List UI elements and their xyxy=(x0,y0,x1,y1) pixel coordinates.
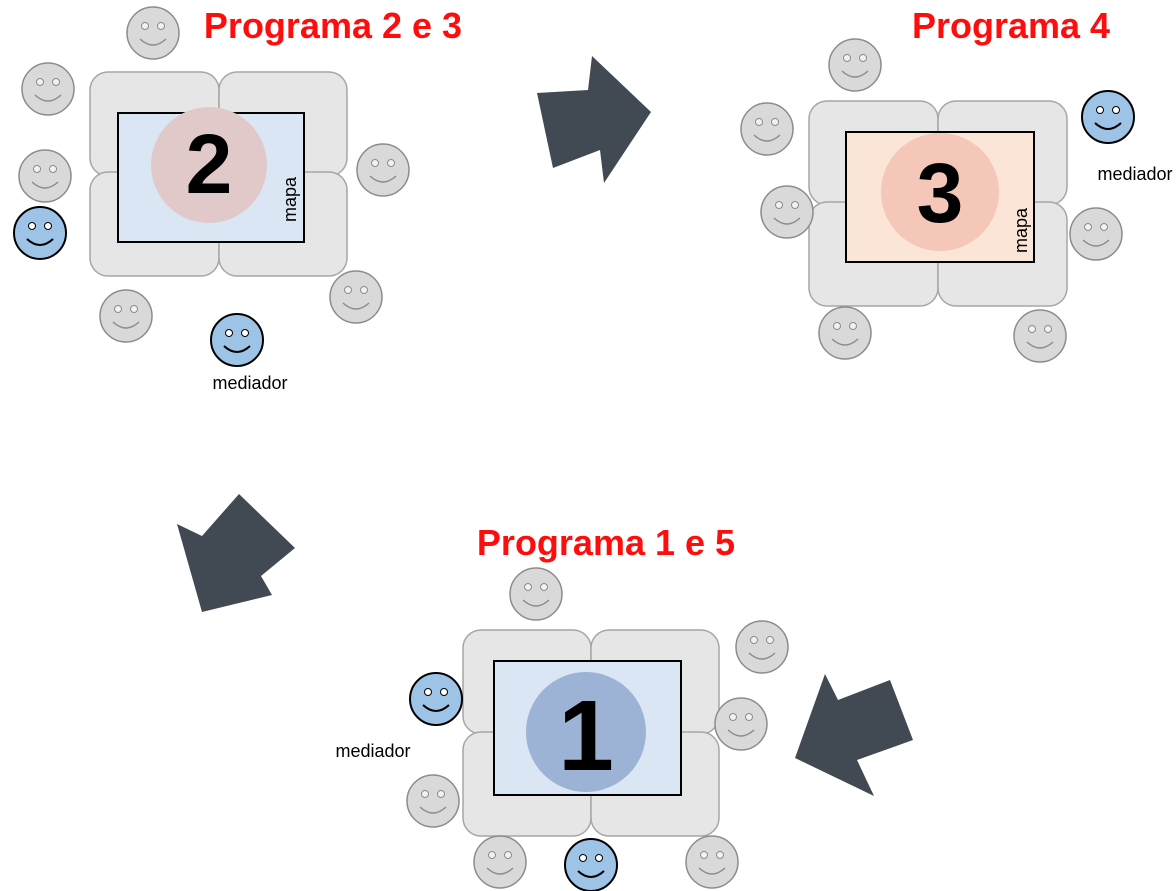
mediator-label: mediador xyxy=(1097,164,1172,184)
participant-face-icon xyxy=(18,149,72,203)
participant-face-icon xyxy=(21,62,75,116)
participant-face-icon xyxy=(509,567,563,621)
participant-face-icon xyxy=(735,620,789,674)
group-title: Programa 1 e 5 xyxy=(477,522,735,563)
mediator-label: mediador xyxy=(335,741,410,761)
station-number: 2 xyxy=(186,117,233,211)
map-label: mapa xyxy=(1011,207,1031,253)
participant-face-icon xyxy=(760,185,814,239)
participant-face-icon xyxy=(828,38,882,92)
group-programa-1-5: Programa 1 e 5 1 mediador xyxy=(335,522,789,891)
map-label: mapa xyxy=(280,176,300,222)
participant-face-icon xyxy=(329,270,383,324)
participant-face-icon xyxy=(406,774,460,828)
participant-face-icon xyxy=(714,697,768,751)
rotation-arrows xyxy=(177,56,913,796)
mediator-face-icon xyxy=(564,838,618,891)
group-title: Programa 4 xyxy=(912,5,1110,46)
mediator-label: mediador xyxy=(212,373,287,393)
participant-face-icon xyxy=(1013,309,1067,363)
station-circle xyxy=(151,107,267,223)
station-circle xyxy=(881,133,999,251)
arrow-right-icon xyxy=(537,56,651,183)
group-programa-2-3: Programa 2 e 3 2 mapa mediador xyxy=(13,5,462,393)
arrow-up-left-icon xyxy=(177,494,295,612)
participant-face-icon xyxy=(99,289,153,343)
mediator-face-icon xyxy=(1081,90,1135,144)
participant-face-icon xyxy=(356,143,410,197)
group-programa-4: Programa 4 3 mapa mediador xyxy=(740,5,1173,363)
mediator-face-icon xyxy=(409,672,463,726)
participant-face-icon xyxy=(473,835,527,889)
participant-face-icon xyxy=(818,306,872,360)
participant-face-icon xyxy=(685,835,739,889)
mediator-face-icon xyxy=(13,206,67,260)
group-title: Programa 2 e 3 xyxy=(204,5,462,46)
participant-face-icon xyxy=(126,6,180,60)
station-circle xyxy=(526,672,646,792)
mediator-face-icon xyxy=(210,313,264,367)
participant-face-icon xyxy=(1069,207,1123,261)
participant-face-icon xyxy=(740,102,794,156)
station-number: 1 xyxy=(558,680,614,792)
arrow-down-left-icon xyxy=(795,674,913,796)
station-number: 3 xyxy=(917,146,964,240)
